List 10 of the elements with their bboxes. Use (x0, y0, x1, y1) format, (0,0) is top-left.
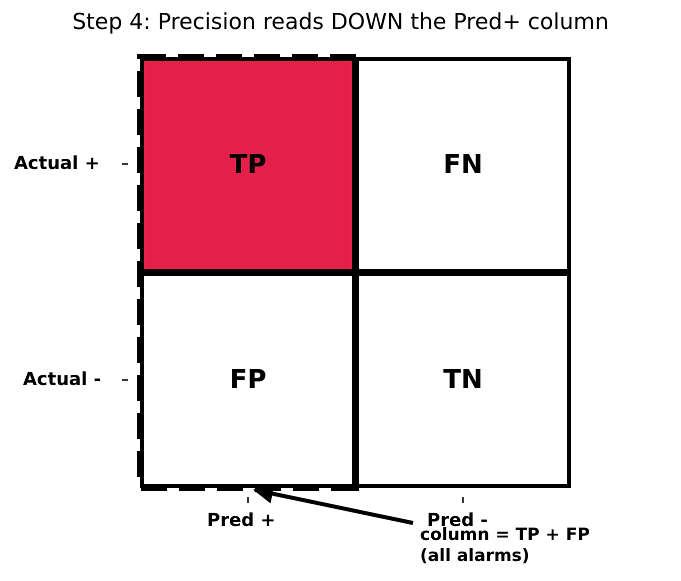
matrix-cell: TP (140, 57, 356, 273)
title: Step 4: Precision reads DOWN the Pred+ column (71, 10, 610, 35)
highlight-column-frame (140, 57, 356, 488)
axis-label: Actual + (14, 153, 100, 174)
matrix-cell: TN (355, 272, 571, 488)
axis-label: Actual - (23, 369, 102, 390)
matrix-cell: FP (140, 272, 356, 488)
matrix-cell: FN (355, 57, 571, 273)
annotation-text: column = TP + FP (all alarms) (420, 525, 625, 567)
axis-label: Pred + (207, 510, 276, 531)
